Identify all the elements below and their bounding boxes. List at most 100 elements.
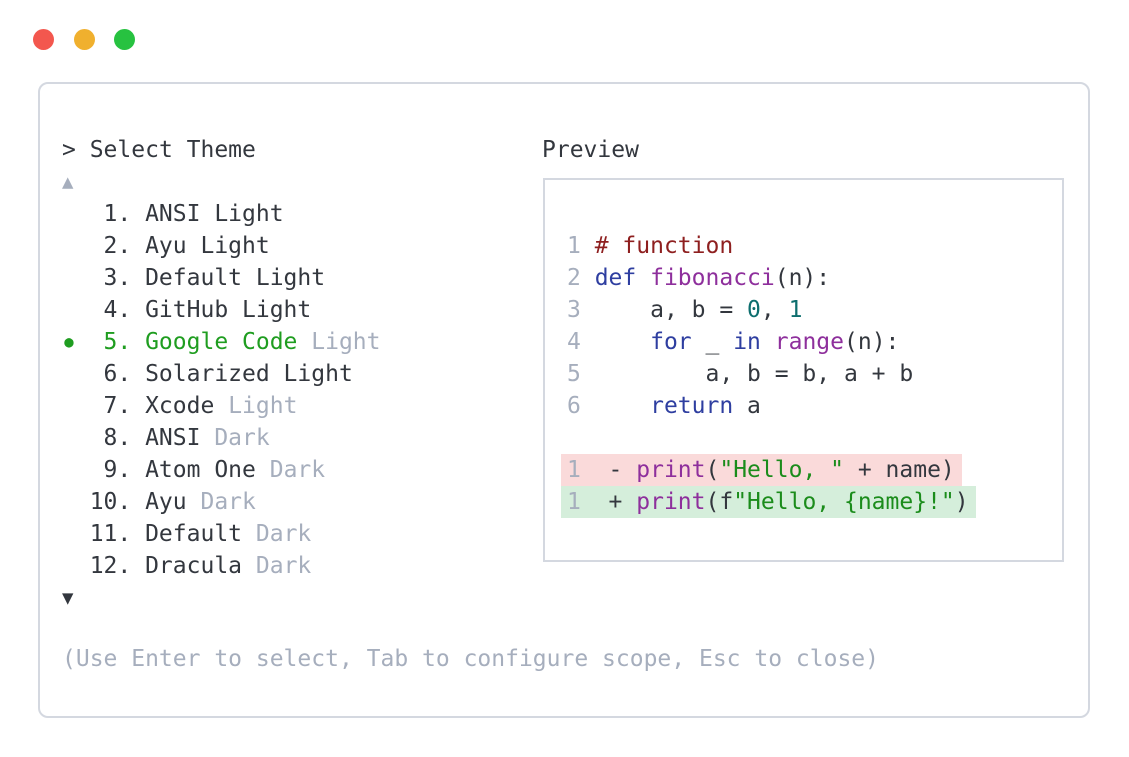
- code-token: [761, 329, 775, 355]
- code-token: ): [954, 489, 969, 515]
- code-token: 1: [788, 297, 803, 323]
- theme-item[interactable]: 4. GitHub Light: [62, 294, 381, 326]
- theme-item-number: 1.: [103, 201, 132, 227]
- line-number: 6: [567, 393, 581, 419]
- help-text: (Use Enter to select, Tab to configure s…: [62, 646, 879, 672]
- code-token: + name): [843, 457, 955, 483]
- theme-item-variant: Light: [311, 329, 381, 355]
- code-line: 2 def fibonacci(n):: [567, 262, 1062, 294]
- theme-item-variant: Dark: [255, 553, 312, 579]
- theme-item[interactable]: 8. ANSI Dark: [62, 422, 381, 454]
- theme-item-number: 10.: [89, 489, 132, 515]
- close-button-icon[interactable]: [33, 29, 54, 50]
- code-token: (f: [705, 489, 734, 515]
- code-token: print: [636, 489, 706, 515]
- theme-item[interactable]: 1. ANSI Light: [62, 198, 381, 230]
- code-token: a, b =: [594, 297, 748, 323]
- code-line: 4 for _ in range(n):: [567, 326, 1062, 358]
- code-token: # function: [594, 233, 734, 259]
- code-line: 5 a, b = b, a + b: [567, 358, 1062, 390]
- diff-added-line: 1 + print(f"Hello, {name}!"): [561, 486, 1062, 518]
- theme-item[interactable]: 3. Default Light: [62, 262, 381, 294]
- theme-item[interactable]: 9. Atom One Dark: [62, 454, 381, 486]
- code-token: [636, 265, 650, 291]
- window-titlebar: [0, 0, 1129, 60]
- code-token: 0: [747, 297, 761, 323]
- code-token: [595, 393, 650, 419]
- theme-item-label: Default: [145, 521, 243, 547]
- line-number: 4: [567, 329, 581, 355]
- theme-item[interactable]: 11. Default Dark: [62, 518, 381, 550]
- code-line: 1 # function: [567, 230, 1062, 262]
- maximize-button-icon[interactable]: [114, 29, 135, 50]
- code-line: [567, 198, 1062, 230]
- code-token: fibonacci: [650, 265, 775, 291]
- code-token: (: [705, 457, 720, 483]
- code-line: 6 return a: [567, 390, 1062, 422]
- code-token: [595, 329, 650, 355]
- theme-item-number: 5.: [103, 329, 132, 355]
- picker-title: Select Theme: [89, 137, 256, 163]
- line-number: 1: [567, 233, 581, 259]
- line-number: 5: [567, 361, 581, 387]
- theme-item-label: Atom One: [145, 457, 256, 483]
- line-number: 1: [567, 457, 581, 483]
- theme-item-number: 8.: [103, 425, 132, 451]
- code-token: in: [733, 329, 761, 355]
- code-token: (n):: [774, 265, 831, 291]
- theme-item[interactable]: 2. Ayu Light: [62, 230, 381, 262]
- theme-item-variant: Dark: [200, 489, 256, 515]
- code-token: print: [636, 457, 706, 483]
- theme-item[interactable]: 7. Xcode Light: [62, 390, 381, 422]
- theme-item[interactable]: 6. Solarized Light: [62, 358, 381, 390]
- theme-item-variant: Dark: [214, 425, 270, 451]
- line-number: 1: [567, 489, 581, 515]
- code-token: ,: [760, 297, 789, 323]
- code-token: "Hello, ": [719, 457, 844, 483]
- theme-item-number: 12.: [89, 553, 132, 579]
- code-token: "Hello, {name}!": [733, 489, 955, 515]
- theme-item-number: 11.: [89, 521, 132, 547]
- code-token: for: [650, 329, 692, 355]
- theme-item-number: 3.: [103, 265, 132, 291]
- code-token: _: [691, 329, 734, 355]
- theme-item[interactable]: 10. Ayu Dark: [62, 486, 381, 518]
- prompt-caret: >: [62, 137, 90, 163]
- theme-item-number: 6.: [103, 361, 132, 387]
- theme-item-variant: Light: [228, 393, 298, 419]
- scroll-down-icon[interactable]: ▼: [62, 587, 74, 609]
- theme-item-variant: Dark: [269, 457, 326, 483]
- theme-item-label: Dracula: [145, 553, 243, 579]
- theme-item-label: ANSI Light: [145, 201, 284, 227]
- code-token: (n):: [844, 329, 900, 355]
- theme-item[interactable]: ● 5. Google Code Light: [62, 326, 381, 358]
- scroll-up-icon[interactable]: ▲: [62, 171, 74, 193]
- theme-item[interactable]: 12. Dracula Dark: [62, 550, 381, 582]
- theme-item-label: ANSI: [145, 425, 201, 451]
- theme-item-label: GitHub Light: [145, 297, 312, 323]
- code-token: -: [594, 457, 637, 483]
- theme-item-label: Google Code: [145, 329, 298, 355]
- minimize-button-icon[interactable]: [74, 29, 95, 50]
- diff-removed-line: 1 - print("Hello, " + name): [561, 454, 1062, 486]
- theme-item-number: 9.: [103, 457, 132, 483]
- selected-bullet-icon: ●: [64, 333, 74, 351]
- code-token: a: [733, 393, 761, 419]
- selected-bullet-gutter: ●: [62, 326, 90, 358]
- code-token: range: [774, 329, 844, 355]
- theme-item-number: 4.: [103, 297, 132, 323]
- code-token: a, b = b, a + b: [594, 361, 914, 387]
- prompt-row: > Select Theme: [62, 134, 256, 166]
- code-line: 3 a, b = 0, 1: [567, 294, 1062, 326]
- code-token: def: [594, 265, 637, 291]
- line-number: 3: [567, 297, 581, 323]
- theme-item-label: Solarized Light: [145, 361, 353, 387]
- code-token: return: [650, 393, 734, 419]
- theme-item-label: Ayu: [145, 489, 187, 515]
- theme-item-number: 2.: [103, 233, 132, 259]
- theme-item-number: 7.: [103, 393, 132, 419]
